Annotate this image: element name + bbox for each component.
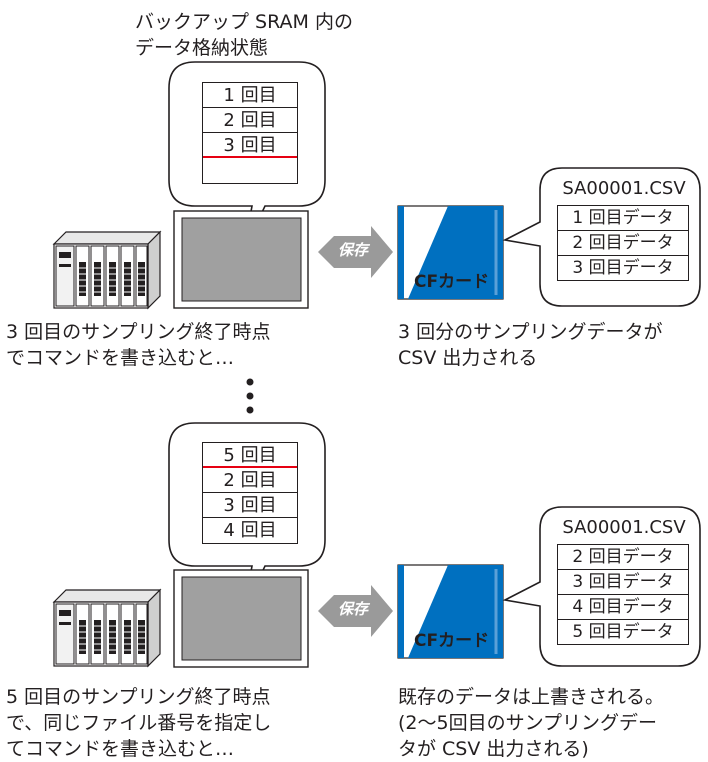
top-csv-bubble — [502, 167, 701, 307]
top-card-label: CFカード — [414, 272, 490, 292]
top-left-caption-2: でコマンドを書き込むと… — [6, 347, 235, 369]
top-save-label: 保存 — [338, 241, 369, 259]
top-plc-icon — [53, 231, 161, 309]
bottom-left-caption-2: で、同じファイル番号を指定し — [6, 712, 272, 734]
bottom-csv-row: 4 回目データ — [558, 595, 688, 620]
bottom-save-arrow-icon — [318, 585, 393, 637]
bottom-csv-filename: SA00001.CSV — [562, 517, 686, 538]
top-memory-row: 1 回目 — [203, 83, 297, 108]
bottom-csv-row: 2 回目データ — [558, 545, 688, 570]
bottom-left-caption-3: てコマンドを書き込むと… — [6, 738, 235, 760]
bottom-right-caption-2: (2～5回目のサンプリングデー — [398, 712, 658, 734]
bottom-csv-bubble — [502, 506, 701, 667]
bottom-csv-table: 2 回目データ 3 回目データ 4 回目データ 5 回目データ — [557, 544, 689, 645]
bottom-memory-stack: 5 回目 2 回目 3 回目 4 回目 — [202, 442, 298, 544]
header-line-2: データ格納状態 — [135, 37, 269, 59]
bottom-card-label: CFカード — [414, 631, 490, 651]
top-display-screen — [181, 217, 302, 302]
bottom-right-caption-1: 既存のデータは上書きされる。 — [398, 686, 665, 708]
bottom-csv-file: SA00001.CSV 2 回目データ 3 回目データ 4 回目データ 5 回目… — [549, 516, 699, 645]
top-memory-row — [203, 158, 297, 183]
top-csv-row: 2 回目データ — [558, 231, 688, 256]
top-right-caption-1: 3 回分のサンプリングデータが — [398, 321, 663, 343]
bottom-csv-row: 3 回目データ — [558, 570, 688, 595]
bottom-memory-row: 2 回目 — [203, 468, 297, 493]
top-csv-table: 1 回目データ 2 回目データ 3 回目データ — [557, 205, 689, 281]
bottom-memory-row: 4 回目 — [223, 520, 277, 541]
top-csv-filename: SA00001.CSV — [562, 178, 686, 199]
top-left-caption-1: 3 回目のサンプリング終了時点 — [6, 321, 271, 343]
header-line-1: バックアップ SRAM 内の — [135, 11, 353, 33]
bottom-left-caption-1: 5 回目のサンプリング終了時点 — [6, 686, 271, 708]
bottom-plc-icon — [53, 589, 161, 667]
top-csv-file: SA00001.CSV 1 回目データ 2 回目データ 3 回目データ — [549, 177, 699, 281]
bottom-display-screen — [181, 576, 302, 661]
top-right-caption-2: CSV 出力される — [398, 347, 538, 369]
bottom-memory-row: 3 回目 — [203, 493, 297, 518]
bottom-save-label: 保存 — [338, 600, 369, 618]
bottom-memory-row: 5 回目 — [203, 443, 297, 468]
top-memory-row: 3 回目 — [203, 133, 297, 158]
top-save-arrow-icon — [318, 226, 393, 278]
bottom-csv-row: 5 回目データ — [572, 622, 674, 642]
top-csv-row: 3 回目データ — [572, 258, 674, 278]
top-csv-row: 1 回目データ — [558, 206, 688, 231]
top-memory-stack: 1 回目 2 回目 3 回目 — [202, 82, 298, 184]
top-memory-row: 2 回目 — [203, 108, 297, 133]
bottom-right-caption-3: タが CSV 出力される) — [398, 738, 589, 760]
